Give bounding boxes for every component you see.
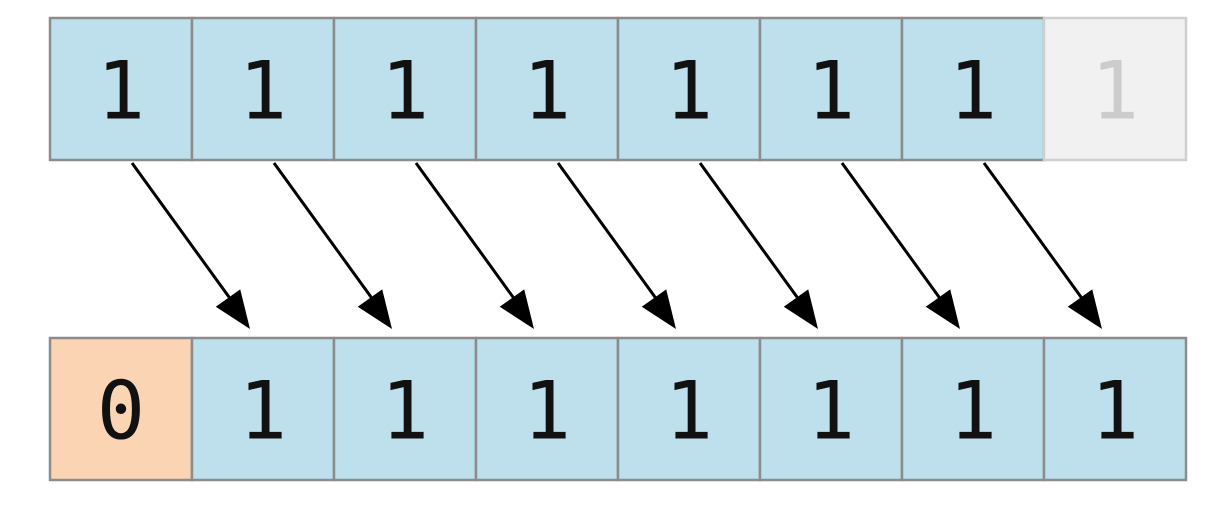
- shift-arrow: [272, 162, 386, 316]
- result-cell-value: 1: [807, 365, 855, 458]
- shift-arrow: [698, 162, 812, 316]
- result-cell: 1: [616, 336, 762, 482]
- source-cell-value: 1: [949, 45, 997, 138]
- result-cell-value: 0: [97, 365, 145, 458]
- source-cell-value: 1: [807, 45, 855, 138]
- result-cell-value: 1: [523, 365, 571, 458]
- shift-arrow: [414, 162, 528, 316]
- result-cell-box: [758, 336, 904, 482]
- result-cell: 1: [758, 336, 904, 482]
- result-cell: 1: [1042, 336, 1188, 482]
- source-cell-value: 1: [381, 45, 429, 138]
- result-cell: 1: [332, 336, 478, 482]
- source-cell-box: [332, 16, 478, 162]
- shift-arrow: [982, 162, 1096, 316]
- source-cell-box: [758, 16, 904, 162]
- source-cell-value: 1: [665, 45, 713, 138]
- source-cell: 1: [332, 16, 478, 162]
- result-cell: 1: [900, 336, 1046, 482]
- result-cell-box: [616, 336, 762, 482]
- source-cell: 1: [48, 16, 194, 162]
- source-row: 1 1 1 1 1 1 1 1: [48, 16, 1188, 162]
- source-cell: 1: [758, 16, 904, 162]
- shift-arrow: [130, 162, 244, 316]
- result-cell-box: [190, 336, 336, 482]
- result-cell: 1: [190, 336, 336, 482]
- source-cell-value: 1: [523, 45, 571, 138]
- source-cell: 1: [190, 16, 336, 162]
- arrowhead-icon: [357, 289, 392, 329]
- shift-arrows: [130, 162, 1102, 329]
- arrowhead-icon: [925, 289, 960, 329]
- source-cell-box: [900, 16, 1046, 162]
- result-cell-value: 1: [381, 365, 429, 458]
- source-cell: 1: [1042, 16, 1188, 162]
- result-row: 0 1 1 1 1 1 1 1: [48, 336, 1188, 482]
- result-cell: 0: [48, 336, 194, 482]
- arrowhead-icon: [1067, 289, 1102, 329]
- shift-arrow: [556, 162, 670, 316]
- source-cell: 1: [616, 16, 762, 162]
- shift-arrow: [840, 162, 954, 316]
- result-cell-value: 1: [1091, 365, 1139, 458]
- source-cell: 1: [900, 16, 1046, 162]
- source-cell-box: [1042, 16, 1188, 162]
- arrowhead-icon: [783, 289, 818, 329]
- source-cell-box: [190, 16, 336, 162]
- source-cell-value: 1: [239, 45, 287, 138]
- result-cell-box: [1042, 336, 1188, 482]
- result-cell-value: 1: [665, 365, 713, 458]
- result-cell-box: [474, 336, 620, 482]
- result-cell-box: [48, 336, 194, 482]
- source-cell-value: 1: [1091, 45, 1139, 138]
- source-cell-box: [616, 16, 762, 162]
- source-cell-box: [48, 16, 194, 162]
- result-cell-value: 1: [949, 365, 997, 458]
- result-cell-value: 1: [239, 365, 287, 458]
- source-cell: 1: [474, 16, 620, 162]
- source-cell-value: 1: [97, 45, 145, 138]
- arrowhead-icon: [499, 289, 534, 329]
- arrowhead-icon: [641, 289, 676, 329]
- result-cell: 1: [474, 336, 620, 482]
- arrowhead-icon: [215, 289, 250, 329]
